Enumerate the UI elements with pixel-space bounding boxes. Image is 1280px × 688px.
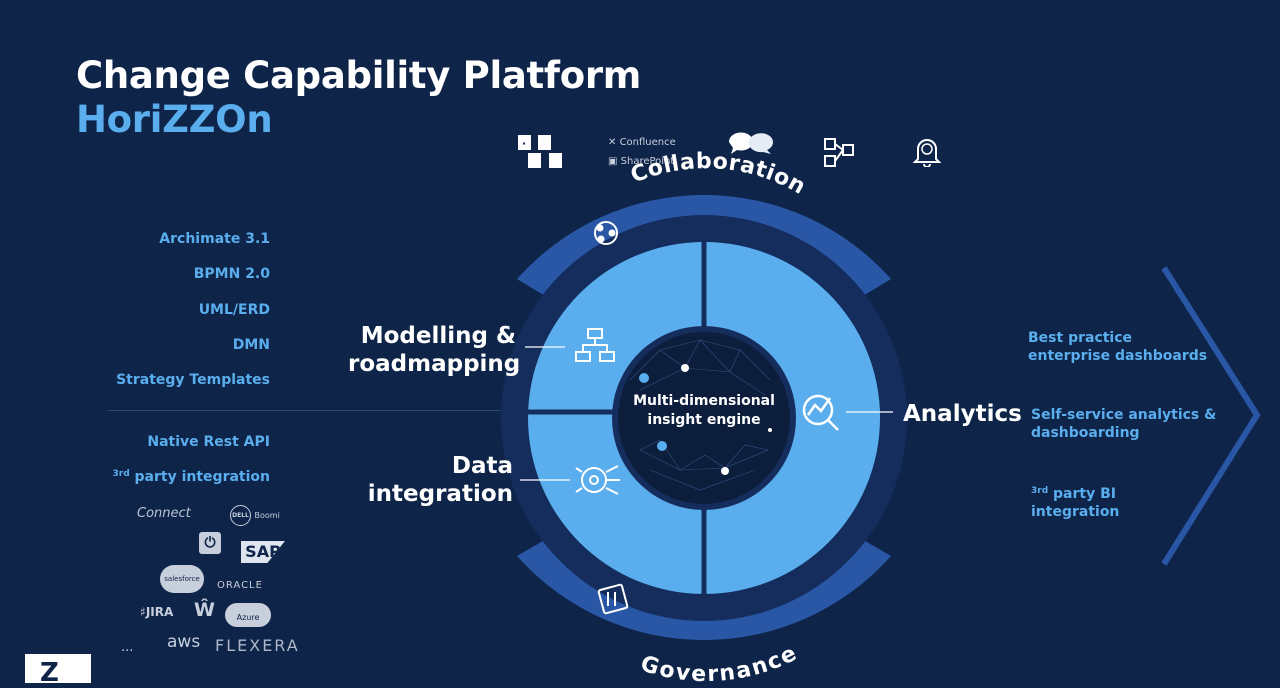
standard-uml-erd: UML/ERD [198, 302, 270, 318]
svg-text:Governance: Governance [637, 641, 800, 683]
sharepoint-label: ▣ SharePoint [608, 156, 675, 167]
engine-label: Multi-dimensional insight engine [633, 393, 775, 428]
collaboration-icon [594, 221, 618, 245]
power-logo-icon: ⏻ [199, 532, 221, 554]
third-party-bi: 3rd party BI integration [1031, 486, 1120, 520]
oracle-logo: ORACLE [217, 580, 263, 591]
governance-icon [597, 583, 629, 615]
standard-dmn: DMN [232, 337, 270, 353]
section-divider [108, 410, 518, 411]
product-name: HoriZZOn [76, 98, 273, 141]
roadmapping-icon [575, 328, 615, 362]
w-logo-icon: Ŵ [194, 599, 215, 621]
dell-logo: DELL Boomi [230, 505, 280, 526]
collaboration-band [517, 194, 891, 302]
analytics-label: Analytics [903, 401, 1022, 427]
chat-bubbles-icon [728, 132, 773, 154]
self-service-analytics: Self-service analytics & dashboarding [1031, 407, 1217, 441]
data-integration-label: Data integration [367, 453, 513, 507]
standard-bpmn: BPMN 2.0 [193, 266, 270, 282]
office-docs-icon: ▪ [518, 135, 562, 168]
data-integration-icon [575, 465, 620, 495]
corner-logo: Z [25, 654, 91, 686]
engine-core [618, 332, 790, 504]
page-title: Change Capability Platform [76, 54, 642, 97]
flexera-logo: FLEXERA [215, 636, 300, 655]
svg-text:▪: ▪ [523, 139, 526, 148]
workflow-icon [824, 138, 854, 167]
integration-rest-api: Native Rest API [147, 434, 270, 450]
collaboration-label: Collaboration [627, 149, 809, 200]
superscript: 3rd [112, 469, 130, 479]
confluence-label: ✕ Confluence [608, 137, 676, 148]
svg-text:Collaboration: Collaboration [627, 149, 809, 200]
governance-band [517, 534, 891, 641]
boomi-logo: Boomi [254, 511, 280, 520]
analytics-icon [802, 394, 839, 431]
connect-label: Connect [137, 506, 191, 521]
chevron-right-icon [1161, 266, 1261, 566]
aws-logo: aws [167, 632, 201, 652]
modelling-roadmapping-label: Modelling & roadmapping [348, 323, 521, 377]
more-ellipsis: ... [121, 640, 134, 655]
integration-third-party: 3rd party integration [113, 469, 271, 485]
jira-logo: ♯JIRA [140, 605, 174, 619]
governance-label: Governance [637, 641, 800, 683]
notification-bell-icon [912, 139, 942, 167]
best-practice-dashboards: Best practice enterprise dashboards [1028, 330, 1208, 364]
salesforce-logo: salesforce [160, 565, 204, 593]
azure-logo: Azure [225, 603, 271, 627]
standard-strategy-templates: Strategy Templates [116, 372, 270, 388]
integration-label: party integration [134, 469, 270, 485]
standard-archimate: Archimate 3.1 [159, 231, 270, 247]
